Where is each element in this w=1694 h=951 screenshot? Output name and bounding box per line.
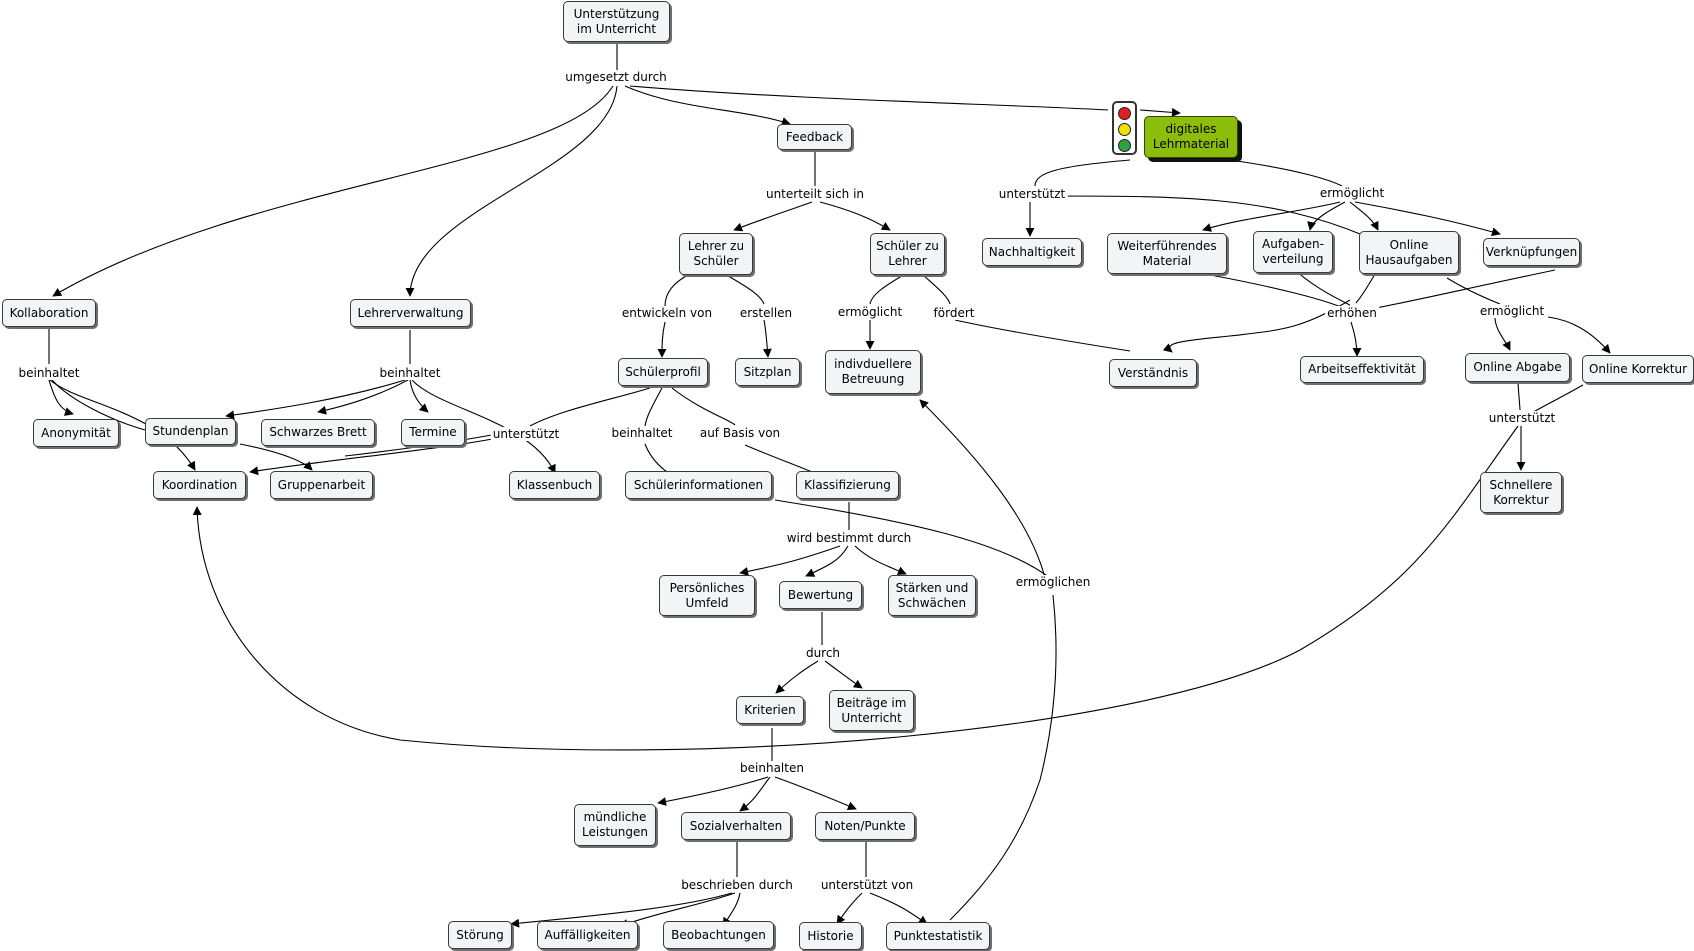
node-verknuepfungen[interactable]: Verknüpfungen	[1483, 238, 1580, 266]
green-lamp	[1118, 139, 1131, 152]
node-schwarzes-brett[interactable]: Schwarzes Brett	[261, 419, 375, 446]
traffic-light-icon	[1112, 101, 1137, 155]
node-sitzplan[interactable]: Sitzplan	[735, 358, 800, 386]
node-feedback[interactable]: Feedback	[777, 124, 852, 150]
link-label-ermoeglicht-digital: ermöglicht	[1317, 186, 1387, 200]
link-label-erhoehen: erhöhen	[1325, 306, 1379, 320]
node-digitales-lehrmaterial[interactable]: digitales Lehrmaterial	[1144, 116, 1238, 158]
red-lamp	[1118, 107, 1131, 120]
link-label-wird-bestimmt: wird bestimmt durch	[784, 531, 914, 545]
link-label-beschrieben: beschrieben durch	[679, 878, 795, 892]
node-stoerung[interactable]: Störung	[448, 921, 512, 949]
link-label-foerdert: fördert	[931, 306, 977, 320]
link-label-unterstuetzt-von: unterstützt von	[818, 878, 916, 892]
node-kollaboration[interactable]: Kollaboration	[2, 299, 96, 327]
node-aufgabenverteilung[interactable]: Aufgaben- verteilung	[1253, 231, 1333, 273]
link-label-umgesetzt: umgesetzt durch	[563, 70, 669, 84]
node-koordination[interactable]: Koordination	[153, 471, 246, 499]
link-label-ermoeglichen: ermöglichen	[1013, 575, 1093, 589]
link-label-durch: durch	[803, 646, 843, 660]
link-label-ermoeglicht-hausaufgaben: ermöglicht	[1477, 304, 1547, 318]
link-label-unterstuetzt-schuelerprofil: unterstützt	[490, 427, 562, 441]
node-klassifizierung[interactable]: Klassifizierung	[796, 471, 899, 499]
link-label-erstellen: erstellen	[737, 306, 795, 320]
node-auffaelligkeiten[interactable]: Auffälligkeiten	[537, 921, 638, 949]
link-label-unterstuetzt-korrektur: unterstützt	[1486, 411, 1558, 425]
link-label-auf-basis-von: auf Basis von	[697, 426, 783, 440]
link-label-beinhaltet-lehrerverwaltung: beinhaltet	[377, 366, 443, 380]
node-online-abgabe[interactable]: Online Abgabe	[1465, 353, 1570, 382]
link-label-unterstuetzt-digital: unterstützt	[996, 187, 1068, 201]
node-klassenbuch[interactable]: Klassenbuch	[509, 471, 600, 499]
node-verstaendnis[interactable]: Verständnis	[1109, 359, 1197, 387]
node-muendliche-leistungen[interactable]: mündliche Leistungen	[574, 804, 656, 846]
node-punktestatistik[interactable]: Punktestatistik	[886, 922, 990, 950]
node-unterstuetzung[interactable]: Unterstützung im Unterricht	[563, 1, 670, 42]
node-beobachtungen[interactable]: Beobachtungen	[663, 921, 774, 949]
node-stundenplan[interactable]: Stundenplan	[145, 418, 236, 445]
node-individuelle-betreuung[interactable]: indivduellere Betreuung	[825, 350, 921, 394]
node-beitraege-im-unterricht[interactable]: Beiträge im Unterricht	[829, 690, 914, 731]
link-label-beinhalten: beinhalten	[738, 761, 806, 775]
node-arbeitseffektivitaet[interactable]: Arbeitseffektivität	[1300, 356, 1424, 383]
node-nachhaltigkeit[interactable]: Nachhaltigkeit	[982, 238, 1082, 266]
link-label-ermoeglicht-schueler: ermöglicht	[835, 305, 905, 319]
link-label-entwickeln: entwickeln von	[619, 306, 715, 320]
yellow-lamp	[1118, 123, 1131, 136]
node-kriterien[interactable]: Kriterien	[736, 696, 804, 724]
node-online-hausaufgaben[interactable]: Online Hausaufgaben	[1359, 231, 1459, 274]
node-lehrer-zu-schueler[interactable]: Lehrer zu Schüler	[679, 233, 753, 275]
node-schueler-zu-lehrer[interactable]: Schüler zu Lehrer	[870, 233, 945, 275]
node-schuelerprofil[interactable]: Schülerprofil	[618, 358, 708, 386]
node-bewertung[interactable]: Bewertung	[779, 581, 862, 609]
link-label-beinhaltet-schuelerprofil: beinhaltet	[609, 426, 675, 440]
link-label-beinhaltet-kollaboration: beinhaltet	[16, 366, 82, 380]
node-noten-punkte[interactable]: Noten/Punkte	[815, 812, 915, 840]
node-gruppenarbeit[interactable]: Gruppenarbeit	[270, 471, 373, 499]
node-schuelerinformationen[interactable]: Schülerinformationen	[625, 471, 772, 499]
link-label-unterteilt: unterteilt sich in	[763, 187, 867, 201]
node-weiterfuehrendes-material[interactable]: Weiterführendes Material	[1107, 233, 1227, 274]
node-schnellere-korrektur[interactable]: Schnellere Korrektur	[1480, 472, 1562, 513]
node-anonymitaet[interactable]: Anonymität	[33, 419, 119, 447]
node-online-korrektur[interactable]: Online Korrektur	[1582, 355, 1694, 383]
node-lehrerverwaltung[interactable]: Lehrerverwaltung	[350, 299, 471, 327]
node-historie[interactable]: Historie	[799, 922, 862, 950]
node-persoenliches-umfeld[interactable]: Persönliches Umfeld	[659, 575, 755, 616]
node-sozialverhalten[interactable]: Sozialverhalten	[681, 812, 791, 840]
node-termine[interactable]: Termine	[401, 419, 465, 446]
node-staerken-und-schwaechen[interactable]: Stärken und Schwächen	[888, 575, 976, 616]
